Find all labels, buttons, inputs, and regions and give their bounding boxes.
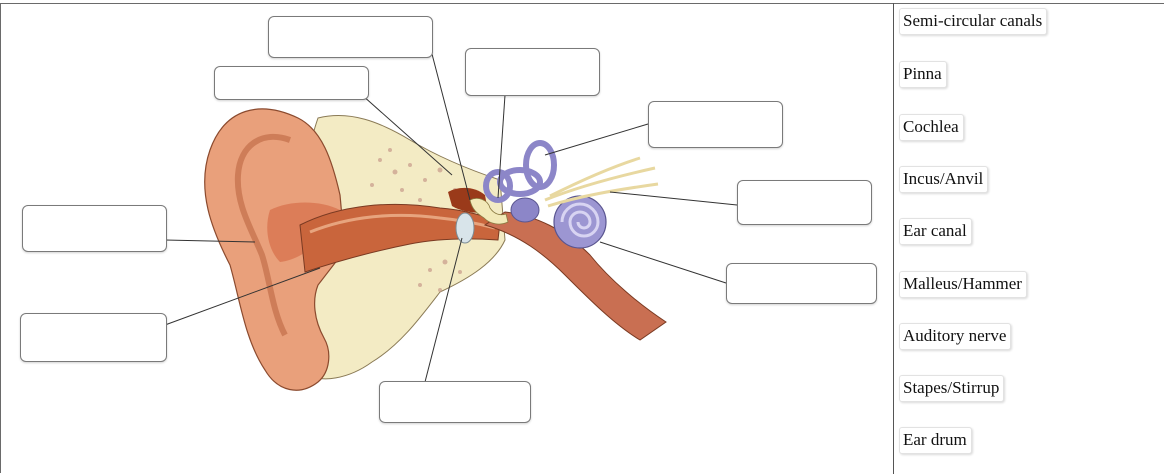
word-chip-incus-anvil[interactable]: Incus/Anvil [899,166,988,193]
blank-label-box[interactable] [214,66,369,100]
word-chip-ear-canal[interactable]: Ear canal [899,218,972,245]
vestibule [511,198,539,222]
blank-label-box[interactable] [22,205,167,252]
blank-label-box[interactable] [465,48,600,96]
blank-label-box[interactable] [648,101,783,148]
word-chip-cochlea[interactable]: Cochlea [899,114,964,141]
word-chip-ear-drum[interactable]: Ear drum [899,427,972,454]
auditory-nerve [545,158,658,206]
cochlea [554,196,606,248]
word-chip-malleus-hammer[interactable]: Malleus/Hammer [899,271,1027,298]
word-chip-semi-circular-canals[interactable]: Semi-circular canals [899,8,1047,35]
word-chip-pinna[interactable]: Pinna [899,61,947,88]
word-chip-auditory-nerve[interactable]: Auditory nerve [899,323,1011,350]
word-chip-stapes-stirrup[interactable]: Stapes/Stirrup [899,375,1004,402]
word-bank-divider [893,3,894,474]
blank-label-box[interactable] [268,16,433,58]
blank-label-box[interactable] [20,313,167,362]
blank-label-box[interactable] [726,263,877,304]
blank-label-box[interactable] [379,381,531,423]
ear-drum [456,213,474,243]
blank-label-box[interactable] [737,180,872,225]
